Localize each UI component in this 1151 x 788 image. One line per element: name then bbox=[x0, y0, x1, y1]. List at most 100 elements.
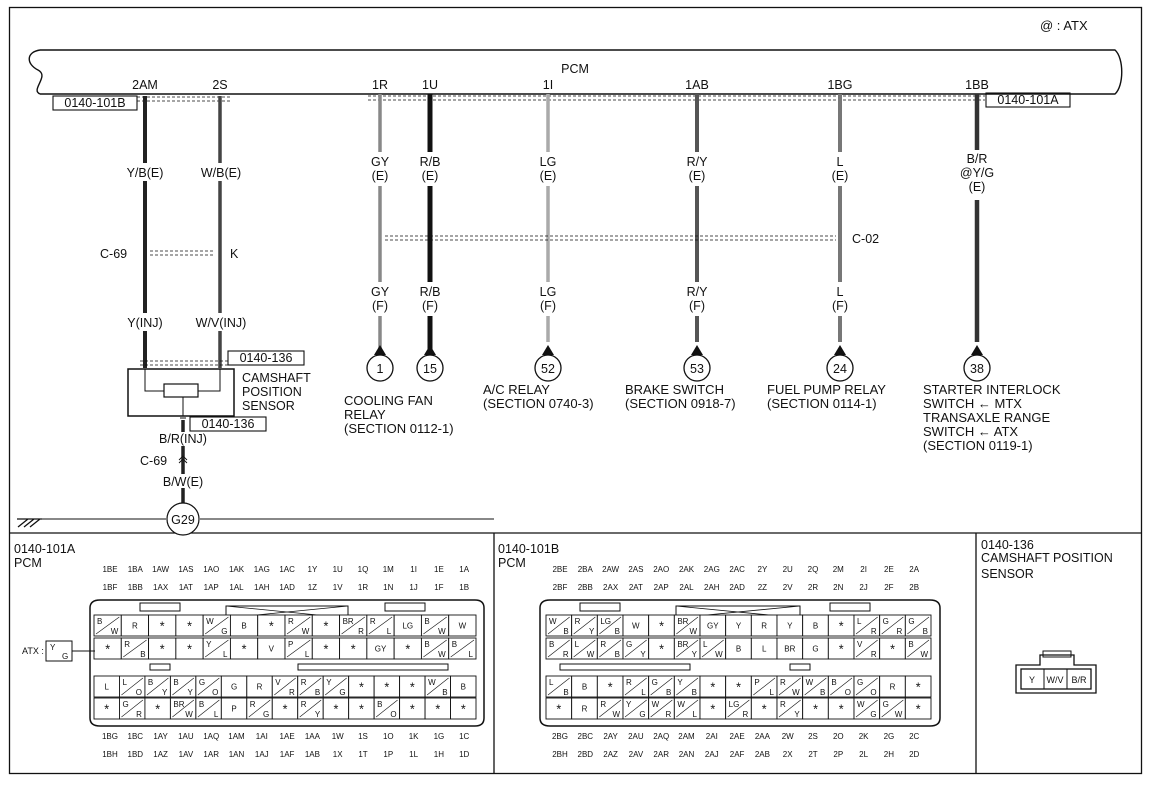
pin-cell-color: W bbox=[857, 700, 865, 709]
wire-color: L bbox=[837, 285, 844, 299]
pin-label: 1I bbox=[543, 78, 553, 92]
pin-label: 1AS bbox=[178, 565, 193, 574]
pin-label: 2U bbox=[783, 565, 793, 574]
panel-id: 0140-101B bbox=[498, 542, 559, 556]
pin-label: 1W bbox=[332, 732, 344, 741]
pin-label: 2AO bbox=[653, 565, 669, 574]
pin-cell-color: R bbox=[761, 622, 767, 631]
pin-label: 1O bbox=[383, 732, 394, 741]
pin-cell-empty: * bbox=[556, 703, 561, 717]
pin-label: 1N bbox=[383, 583, 393, 592]
pin-label: 2Y bbox=[758, 565, 768, 574]
panel-name: PCM bbox=[498, 556, 526, 570]
pin-cell-color: B bbox=[461, 683, 466, 692]
pin-cell-color: W bbox=[302, 627, 310, 636]
pin-label: 2Q bbox=[808, 565, 819, 574]
pin-label: 1Y bbox=[308, 565, 318, 574]
pin-label: 2P bbox=[833, 750, 843, 759]
panel-name: CAMSHAFT POSITION bbox=[981, 551, 1113, 565]
pin-label: 2AG bbox=[704, 565, 720, 574]
terminal-number: 52 bbox=[541, 362, 555, 376]
target-text: TRANSAXLE RANGE bbox=[923, 410, 1050, 425]
pin-cell-color: B bbox=[582, 683, 587, 692]
pin-cell-color: L bbox=[469, 650, 474, 659]
ground-wire-2: B/W(E) bbox=[163, 475, 203, 489]
pin-cell-color: R bbox=[132, 622, 138, 631]
pin-cell-color: W bbox=[111, 627, 119, 636]
pin-cell-color: B bbox=[442, 688, 447, 697]
pin-cell-color: B bbox=[908, 640, 913, 649]
pin-label: 2K bbox=[859, 732, 869, 741]
pin-cell-color: R bbox=[288, 617, 294, 626]
connector-0140-101b-tag: 0140-101B bbox=[64, 96, 125, 110]
pin-label: 1AP bbox=[204, 583, 219, 592]
pin-cell-color: L bbox=[762, 645, 767, 654]
pin-label: 1BB bbox=[965, 78, 989, 92]
pin-cell-color: R bbox=[666, 710, 672, 719]
connector-panel-0140-136: 0140-136 CAMSHAFT POSITION SENSOR Y W/V … bbox=[981, 538, 1113, 694]
pin-cell-color: P bbox=[288, 640, 293, 649]
pin-cell-color: G bbox=[857, 678, 863, 687]
pin-cell-color: W bbox=[206, 617, 214, 626]
pin-cell-empty: * bbox=[608, 681, 613, 695]
pin-cell-empty: * bbox=[916, 703, 921, 717]
pin-cell-color: B bbox=[173, 678, 178, 687]
pin-cell-color: GY bbox=[375, 645, 387, 654]
pin-cell-color: G bbox=[883, 700, 889, 709]
pin-label: 2J bbox=[859, 583, 867, 592]
terminal-53: 53 bbox=[683, 345, 711, 382]
pin-cell-color: V bbox=[275, 678, 281, 687]
terminal-24: 24 bbox=[826, 345, 854, 382]
target-text: (SECTION 0114-1) bbox=[767, 396, 877, 411]
pin-label: 1BA bbox=[128, 565, 144, 574]
wire-color: (E) bbox=[689, 169, 706, 183]
pin-label: 1T bbox=[358, 750, 367, 759]
atx-callout: ATX : bbox=[22, 646, 44, 656]
pin-label: 2S bbox=[808, 732, 818, 741]
pin-cell-color: B bbox=[424, 617, 429, 626]
wire-color: Y/B(E) bbox=[127, 166, 164, 180]
pin-cell-color: G bbox=[221, 627, 227, 636]
terminal-number: 1 bbox=[377, 362, 384, 376]
pin-label: 2AT bbox=[629, 583, 643, 592]
pin-cell-color: B bbox=[377, 700, 382, 709]
pin-label: 1H bbox=[434, 750, 444, 759]
wire-color: (F) bbox=[540, 299, 556, 313]
pin-label: 2BD bbox=[578, 750, 594, 759]
wire-color: (E) bbox=[540, 169, 557, 183]
pin-cell-color: B bbox=[563, 627, 568, 636]
pin-cell-color: B bbox=[820, 688, 825, 697]
pin-cell-color: G bbox=[812, 645, 818, 654]
wire-color: (F) bbox=[422, 299, 438, 313]
pin-cell-color: B bbox=[148, 678, 153, 687]
pin-cell-color: L bbox=[305, 650, 310, 659]
sensor-name-line: SENSOR bbox=[242, 399, 295, 413]
pin-label: 2AR bbox=[653, 750, 669, 759]
pin-cell-color: O bbox=[870, 688, 876, 697]
pin-cell-empty: * bbox=[839, 643, 844, 657]
pin-cell-empty: * bbox=[351, 643, 356, 657]
pin-label: 1BG bbox=[827, 78, 852, 92]
pin-cell-color: Y bbox=[677, 678, 683, 687]
pin-cell-color: R bbox=[301, 700, 307, 709]
wire-color: (F) bbox=[372, 299, 388, 313]
pin-cell bbox=[450, 697, 477, 720]
pin-label: 1AG bbox=[254, 565, 270, 574]
pin-label: 2BH bbox=[552, 750, 568, 759]
pin-cell bbox=[904, 697, 932, 720]
pcm-connector-dash bbox=[137, 95, 985, 102]
pin-cell-color: R bbox=[250, 700, 256, 709]
pin-cell-empty: * bbox=[160, 620, 165, 634]
wire-color: (E) bbox=[422, 169, 439, 183]
pin-cell-color: Y bbox=[640, 650, 646, 659]
pin-cell-color: R bbox=[289, 688, 295, 697]
pin-label: 2AQ bbox=[653, 732, 669, 741]
ground-conn: C-69 bbox=[140, 454, 167, 468]
pin-label: 1AN bbox=[229, 750, 245, 759]
wire-color: (E) bbox=[372, 169, 389, 183]
pin-label: 1A bbox=[459, 565, 469, 574]
pin-cell-color: W bbox=[459, 622, 467, 631]
pin-label: 2AW bbox=[602, 565, 619, 574]
